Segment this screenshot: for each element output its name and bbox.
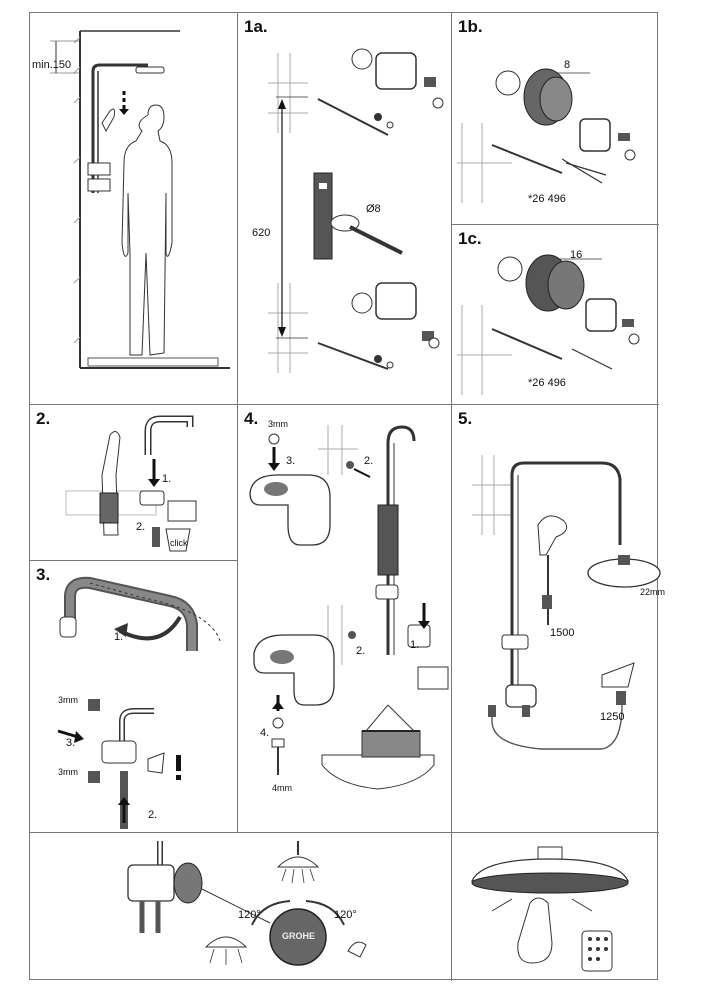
accessory-ref-label: *26 496 (528, 193, 566, 205)
step-3-sub1: 1. (114, 631, 124, 643)
diverter-illustration (127, 841, 367, 966)
hand-hose-length-label: 1500 (550, 627, 575, 639)
angle-right-label: 120° (334, 909, 357, 921)
hex-key-top-label: 3mm (268, 419, 288, 429)
step-2-illustration (65, 415, 197, 552)
wrench-size-label: 22mm (640, 587, 666, 597)
min-height-label: min.150 (32, 59, 72, 71)
step-3-illustration (57, 576, 221, 829)
step-4-sub2b: 2. (356, 645, 366, 657)
panel-step-4: 4. (238, 405, 452, 833)
step-4-sub4: 4. (260, 727, 270, 739)
step-3-sub2: 2. (148, 809, 158, 821)
step-2-sub1: 1. (162, 473, 172, 485)
panel-install-overview: min.150 (30, 13, 238, 405)
panel-step-2: 2. 1. 2. click (30, 405, 238, 561)
drill-diameter-label: Ø8 (366, 203, 381, 215)
step-2-sub2: 2. (136, 521, 146, 533)
angle-left-label: 120° (238, 909, 261, 921)
step-5-title: 5. (458, 409, 473, 428)
panel-step-5: 5. 22mm 1500 1250 (452, 405, 665, 833)
panel-cleaning (452, 833, 659, 981)
step-1a-illustration (268, 48, 444, 373)
step-4-sub1: 1. (410, 639, 420, 651)
spacer-width-label: 8 (564, 59, 571, 71)
spacer-width-label: 16 (570, 249, 583, 261)
step-5-illustration (472, 455, 661, 750)
step-3-title: 3. (36, 565, 51, 584)
hex-key-top-label: 3mm (58, 695, 78, 705)
brand-logo: GROHE (282, 931, 316, 941)
instruction-sheet: min.150 1a. (29, 12, 665, 981)
step-3-sub3: 3. (66, 737, 76, 749)
step-4-sub3: 3. (286, 455, 296, 467)
head-hose-length-label: 1250 (600, 711, 625, 723)
hex-key-bottom-label: 3mm (58, 767, 78, 777)
step-1b-illustration (457, 68, 636, 203)
step-4-illustration (249, 425, 449, 790)
cleaning-illustration (470, 846, 630, 972)
panel-step-3: 3. 1. 2. 3. 3mm 3mm (30, 561, 238, 833)
panel-step-1b: 1b. 8 *26 496 (452, 13, 659, 225)
step-4-title: 4. (244, 409, 259, 428)
click-label: click (170, 538, 188, 548)
step-4-sub2a: 2. (364, 455, 374, 467)
step-1a-title: 1a. (244, 17, 268, 36)
distance-label: 620 (252, 227, 271, 239)
step-1b-title: 1b. (458, 17, 483, 36)
hex-key-bottom-label: 4mm (272, 783, 292, 793)
step-2-title: 2. (36, 409, 51, 428)
step-1c-title: 1c. (458, 229, 482, 248)
overview-illustration (50, 30, 230, 369)
panel-diverter: 120° 120° GROHE (30, 833, 452, 981)
accessory-ref-label: *26 496 (528, 377, 566, 389)
step-1c-illustration (457, 254, 640, 395)
panel-step-1c: 1c. 16 *26 496 (452, 225, 659, 405)
panel-step-1a: 1a. (238, 13, 452, 405)
